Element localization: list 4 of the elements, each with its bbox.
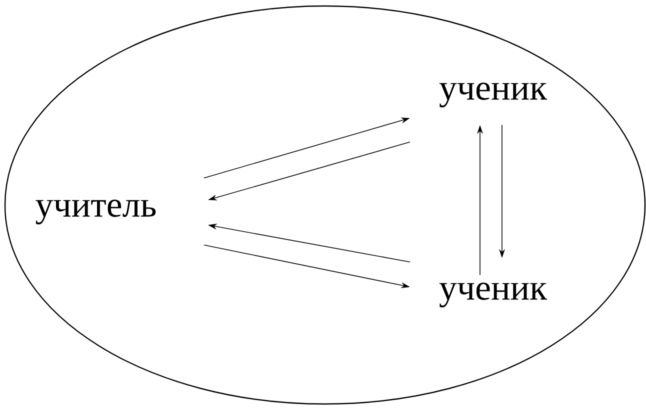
- role-label: ученик: [439, 82, 548, 108]
- role-label: ученик: [439, 282, 548, 308]
- group-ellipse: [4, 5, 646, 405]
- role-label: учитель: [36, 200, 156, 224]
